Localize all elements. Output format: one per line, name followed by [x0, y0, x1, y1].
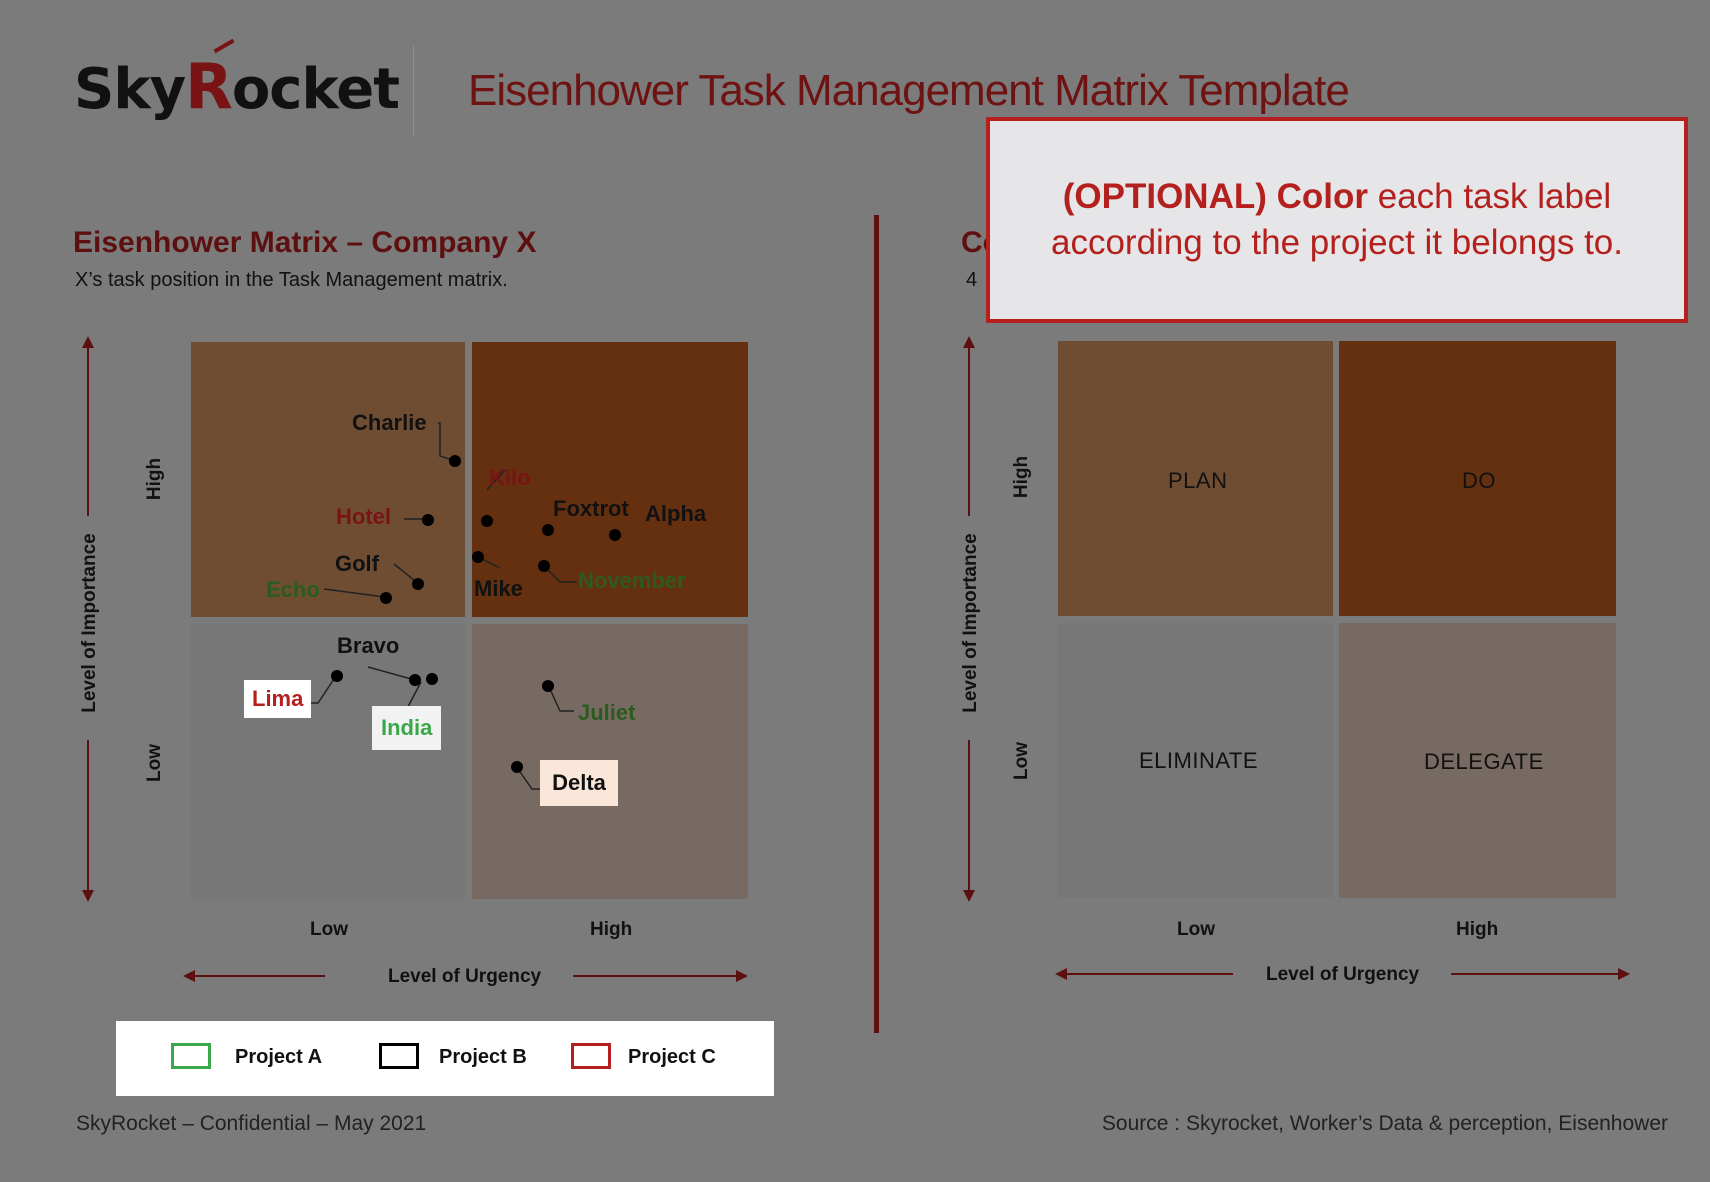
task-label-echo: Echo [266, 577, 320, 602]
right-x-tick-high: High [1456, 919, 1499, 940]
y-axis-line-bottom [87, 740, 89, 900]
page-title: Eisenhower Task Management Matrix Templa… [468, 66, 1350, 115]
leader-bravo [367, 666, 416, 681]
quadrant-delegate-right [1339, 623, 1616, 898]
task-marker-kilo[interactable] [481, 515, 493, 527]
right-y-axis-arrow-down [963, 890, 975, 902]
right-y-axis-line-top [968, 346, 970, 516]
task-label-alpha: Alpha [645, 501, 707, 526]
task-marker-mike[interactable] [472, 551, 484, 563]
task-label-foxtrot: Foxtrot [553, 496, 629, 521]
quadrant-do-right [1339, 341, 1616, 616]
task-marker-hotel[interactable] [422, 514, 434, 526]
task-label-golf: Golf [335, 551, 379, 576]
right-y-tick-high: High [1011, 455, 1032, 499]
legend-label-project-c: Project C [628, 1046, 716, 1068]
task-marker-lima[interactable] [331, 670, 343, 682]
x-axis-arrow-right [736, 970, 748, 982]
quadrant-eliminate-left [191, 624, 465, 899]
right-y-axis-line-bottom [968, 740, 970, 900]
y-axis-arrow-up [82, 336, 94, 348]
task-label-india: India [372, 706, 442, 750]
quadrant-label-eliminate: ELIMINATE [1139, 748, 1259, 773]
task-marker-juliet[interactable] [542, 680, 554, 692]
task-label-juliet: Juliet [578, 700, 636, 725]
y-axis-line-top [87, 346, 89, 516]
quadrant-do-left [472, 342, 748, 617]
right-y-axis-title: Level of Importance [960, 533, 981, 713]
right-x-axis-line-left [1065, 973, 1233, 975]
callout-text-line2: according to the project it belongs to. [1050, 223, 1623, 262]
task-label-charlie: Charlie [352, 410, 427, 435]
right-x-axis-title: Level of Urgency [1266, 964, 1420, 985]
left-panel-heading: Eisenhower Matrix – Company X [73, 226, 537, 259]
x-tick-high: High [590, 919, 633, 940]
task-label-bravo: Bravo [337, 633, 400, 658]
task-marker-foxtrot[interactable] [542, 524, 554, 536]
task-marker-charlie[interactable] [449, 455, 461, 467]
task-label-kilo: Kilo [489, 465, 531, 490]
panel-divider [874, 215, 879, 1033]
leader-charlie [438, 422, 456, 462]
legend-label-project-b: Project B [439, 1046, 527, 1068]
x-axis-line-right [573, 975, 737, 977]
quadrant-label-do: DO [1462, 468, 1496, 493]
skyrocket-logo: SkyRocket [74, 50, 400, 123]
task-marker-november[interactable] [538, 560, 550, 572]
quadrant-plan-right [1058, 341, 1333, 616]
task-label-november: November [578, 568, 686, 593]
task-label-delta: Delta [540, 760, 618, 806]
callout-text-line1: each task label [1368, 177, 1612, 216]
right-x-axis-line-right [1451, 973, 1619, 975]
x-tick-low: Low [310, 919, 348, 940]
quadrant-label-plan: PLAN [1168, 468, 1228, 493]
leader-juliet [549, 688, 574, 712]
right-y-tick-low: Low [1011, 742, 1032, 780]
footer-confidential: SkyRocket – Confidential – May 2021 [76, 1112, 427, 1135]
left-panel-subheading: X’s task position in the Task Management… [75, 269, 508, 291]
project-legend: Project A Project B Project C [116, 1021, 774, 1096]
task-label-hotel: Hotel [336, 504, 391, 529]
footer-source: Source : Skyrocket, Worker’s Data & perc… [1101, 1112, 1668, 1135]
task-label-mike: Mike [474, 576, 523, 601]
task-marker-bravo-1[interactable] [409, 674, 421, 686]
y-axis-arrow-down [82, 890, 94, 902]
leader-delta [517, 768, 540, 790]
leader-echo [323, 588, 386, 598]
right-y-axis-arrow-up [963, 336, 975, 348]
task-marker-golf[interactable] [412, 578, 424, 590]
legend-swatch-project-c [571, 1043, 611, 1069]
task-marker-bravo-2[interactable] [426, 673, 438, 685]
quadrant-plan-left [191, 342, 465, 617]
x-axis-arrow-left [183, 970, 195, 982]
legend-swatch-project-b [379, 1043, 419, 1069]
optional-color-callout: (OPTIONAL) Color each task label accordin… [986, 117, 1688, 323]
quadrant-label-delegate: DELEGATE [1424, 749, 1544, 774]
right-x-axis-arrow-left [1055, 968, 1067, 980]
right-x-axis-arrow-right [1618, 968, 1630, 980]
task-label-lima: Lima [244, 680, 312, 718]
callout-bold-text: (OPTIONAL) Color [1062, 177, 1368, 216]
header-divider [413, 46, 414, 136]
task-marker-delta[interactable] [511, 761, 523, 773]
legend-label-project-a: Project A [235, 1046, 323, 1068]
quadrant-eliminate-right [1058, 623, 1333, 898]
x-axis-title: Level of Urgency [388, 966, 542, 987]
leader-november [543, 565, 577, 583]
right-panel-subheading: 4 [966, 269, 978, 291]
right-x-tick-low: Low [1177, 919, 1215, 940]
task-marker-echo[interactable] [380, 592, 392, 604]
legend-swatch-project-a [171, 1043, 211, 1069]
x-axis-line-left [193, 975, 325, 977]
leader-kilo [486, 469, 506, 491]
task-marker-alpha[interactable] [609, 529, 621, 541]
